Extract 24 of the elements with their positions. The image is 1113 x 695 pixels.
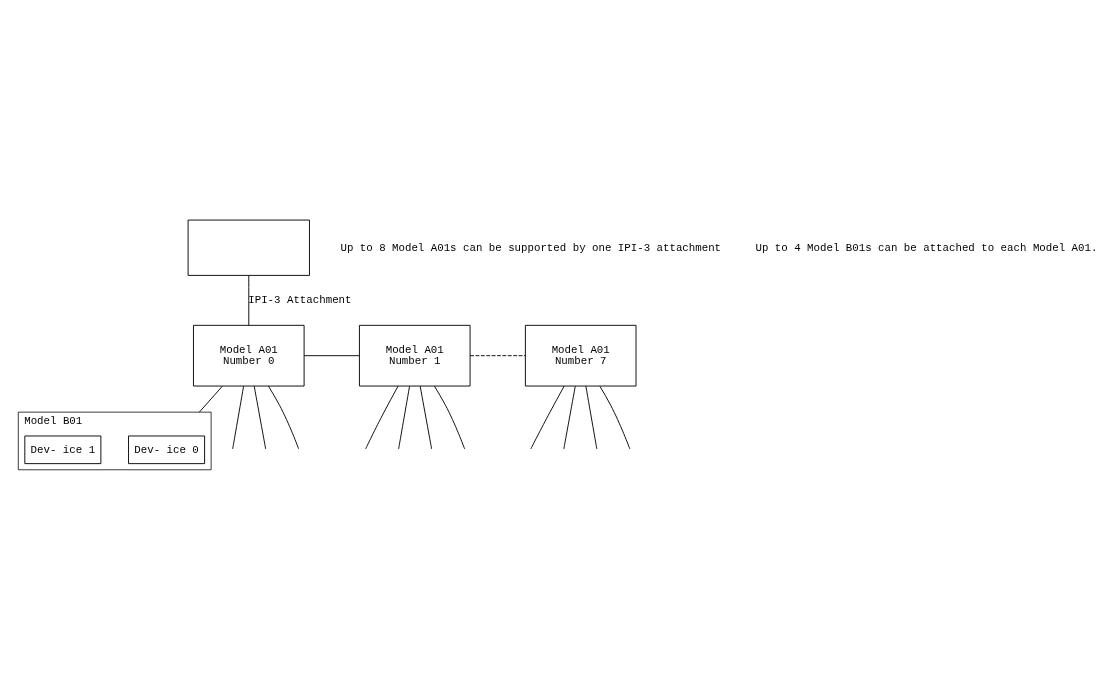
connector (232, 385, 245, 449)
connector (303, 354, 360, 356)
connector (253, 385, 267, 449)
node-box: Dev- ice 0 (128, 435, 206, 464)
connector (563, 385, 576, 449)
connector (419, 385, 433, 449)
node-box: Model A01 Number 0 (193, 324, 305, 386)
node-box (187, 219, 310, 276)
connector (248, 274, 250, 326)
connector (198, 385, 223, 413)
connector (530, 385, 565, 449)
node-box: Model A01 Number 1 (358, 324, 471, 386)
connector (599, 385, 631, 449)
node-box: Dev- ice 1 (24, 435, 102, 464)
connector (469, 354, 526, 356)
edge-label: IPI-3 Attachment (248, 293, 352, 306)
label: Up to 4 Model B01s can be attached to each Model A01. (755, 241, 1098, 254)
connector (365, 385, 399, 449)
connector (268, 385, 300, 449)
node-box: Model A01 Number 7 (524, 324, 637, 386)
connector (434, 385, 466, 449)
label: Up to 8 Model A01s can be supported by one IPI-3 attachment (340, 241, 722, 254)
connector (585, 385, 598, 449)
connector (398, 385, 410, 449)
